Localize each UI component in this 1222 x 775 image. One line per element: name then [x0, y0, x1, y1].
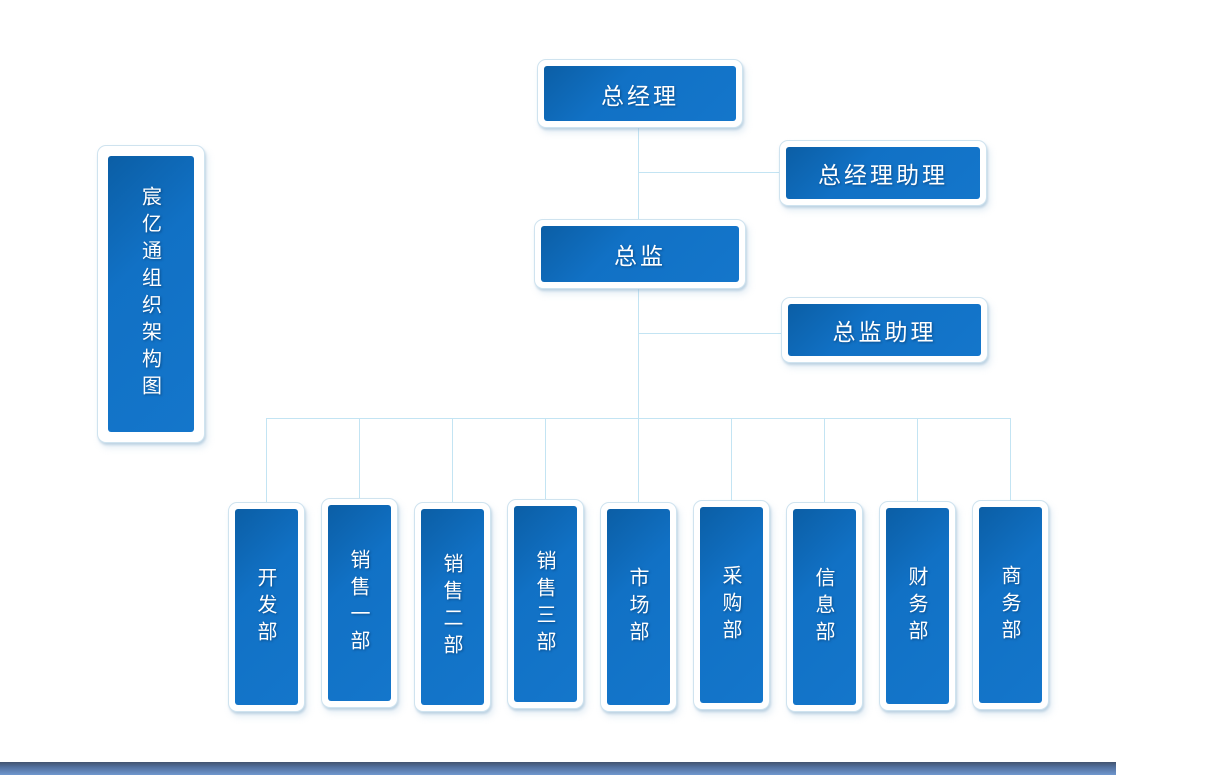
node-department-3-label: 销售二部	[440, 553, 464, 661]
node-department-2-label: 销售一部	[347, 549, 371, 657]
connector-gm-to-director	[638, 128, 639, 219]
node-department-4[interactable]: 销售三部	[507, 499, 584, 709]
node-department-5[interactable]: 市场部	[600, 502, 677, 712]
node-department-7-label: 信息部	[812, 566, 836, 648]
bottom-accent-bar	[0, 762, 1116, 775]
connector-drop-8	[917, 419, 918, 502]
connector-drop-9	[1010, 419, 1011, 502]
node-department-4-label: 销售三部	[533, 550, 557, 658]
chart-title-shape[interactable]: 宸亿通组织架构图	[97, 145, 205, 443]
node-department-1[interactable]: 开发部	[228, 502, 305, 712]
node-department-3-fill: 销售二部	[421, 509, 484, 705]
node-general-manager[interactable]: 总经理	[537, 59, 743, 128]
node-general-manager-fill: 总经理	[544, 66, 736, 121]
node-department-1-label: 开发部	[254, 566, 278, 648]
node-department-8[interactable]: 财务部	[879, 501, 956, 711]
connector-drop-5	[638, 419, 639, 502]
node-department-4-fill: 销售三部	[514, 506, 577, 702]
node-department-3[interactable]: 销售二部	[414, 502, 491, 712]
connector-drop-1	[266, 419, 267, 502]
node-gm-assistant-label: 总经理助理	[818, 163, 948, 189]
node-department-9-fill: 商务部	[979, 507, 1042, 703]
connector-drop-4	[545, 419, 546, 502]
node-department-9-label: 商务部	[998, 564, 1022, 646]
node-department-8-fill: 财务部	[886, 508, 949, 704]
node-director-label: 总监	[614, 244, 666, 270]
node-director-fill: 总监	[541, 226, 739, 282]
connector-gm-to-gm-assistant	[638, 172, 779, 173]
node-department-2[interactable]: 销售一部	[321, 498, 398, 708]
node-department-5-fill: 市场部	[607, 509, 670, 705]
connector-director-to-director-assistant	[638, 333, 781, 334]
node-department-7-fill: 信息部	[793, 509, 856, 705]
connector-drop-6	[731, 419, 732, 502]
connector-drop-7	[824, 419, 825, 502]
node-director-assistant-fill: 总监助理	[788, 304, 981, 356]
node-gm-assistant-fill: 总经理助理	[786, 147, 980, 199]
node-department-6-label: 采购部	[719, 564, 743, 646]
node-department-1-fill: 开发部	[235, 509, 298, 705]
node-department-7[interactable]: 信息部	[786, 502, 863, 712]
node-director-assistant[interactable]: 总监助理	[781, 297, 988, 363]
node-director[interactable]: 总监	[534, 219, 746, 289]
node-department-9[interactable]: 商务部	[972, 500, 1049, 710]
chart-title-fill: 宸亿通组织架构图	[108, 156, 194, 432]
connector-drop-2	[359, 419, 360, 502]
node-general-manager-label: 总经理	[601, 83, 679, 110]
connector-drop-3	[452, 419, 453, 502]
chart-title-label: 宸亿通组织架构图	[138, 186, 163, 402]
node-gm-assistant[interactable]: 总经理助理	[779, 140, 987, 206]
node-department-2-fill: 销售一部	[328, 505, 391, 701]
connector-department-bus	[266, 418, 1011, 419]
node-director-assistant-label: 总监助理	[832, 320, 937, 346]
node-department-8-label: 财务部	[905, 565, 929, 647]
node-department-6[interactable]: 采购部	[693, 500, 770, 710]
connector-director-to-bus	[638, 289, 639, 419]
node-department-6-fill: 采购部	[700, 507, 763, 703]
node-department-5-label: 市场部	[626, 566, 650, 648]
